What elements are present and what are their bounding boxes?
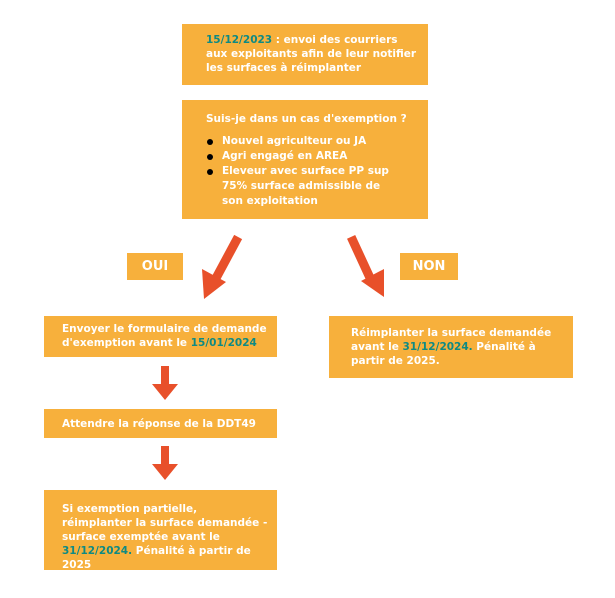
send-form-text: Envoyer le formulaire de demande d'exemp… xyxy=(62,323,267,349)
notice-box: 15/12/2023 : envoi des courriers aux exp… xyxy=(182,24,428,85)
await-answer-box: Attendre la réponse de la DDT49 xyxy=(44,409,277,438)
arrow-down-right-icon xyxy=(347,235,384,297)
no-label: NON xyxy=(400,253,458,280)
partial-exemption-text: Si exemption partielle, réimplanter la s… xyxy=(62,503,268,543)
exemption-question: Suis-je dans un cas d'exemption ? xyxy=(206,113,407,125)
arrow-down-icon xyxy=(152,366,178,400)
exemption-list: Nouvel agriculteur ou JA Agri engagé en … xyxy=(206,134,418,209)
exemption-item: Agri engagé en AREA xyxy=(206,149,418,164)
replant-text: Réimplanter la surface demandée avant le xyxy=(351,327,552,353)
partial-exemption-tail: Pénalité à partir de 2025 xyxy=(62,545,251,571)
arrow-down-icon xyxy=(152,446,178,480)
notice-text: : envoi des courriers aux exploitants af… xyxy=(206,34,417,74)
replant-date: 31/12/2024. xyxy=(402,341,473,353)
partial-exemption-date: 31/12/2024. xyxy=(62,545,133,557)
replant-tail: Pénalité à partir de 2025. xyxy=(351,341,536,367)
send-form-box: Envoyer le formulaire de demande d'exemp… xyxy=(44,316,277,357)
exemption-question-box: Suis-je dans un cas d'exemption ? Nouvel… xyxy=(182,100,428,219)
arrow-down-left-icon xyxy=(202,234,243,299)
replant-box: Réimplanter la surface demandée avant le… xyxy=(329,316,573,378)
send-form-date: 15/01/2024 xyxy=(190,337,257,349)
exemption-item: Eleveur avec surface PP sup 75% surface … xyxy=(206,164,418,209)
notice-date: 15/12/2023 xyxy=(206,34,273,46)
partial-exemption-box: Si exemption partielle, réimplanter la s… xyxy=(44,490,277,571)
await-answer-text: Attendre la réponse de la DDT49 xyxy=(62,418,256,430)
yes-label: OUI xyxy=(127,253,183,280)
exemption-item: Nouvel agriculteur ou JA xyxy=(206,134,418,149)
